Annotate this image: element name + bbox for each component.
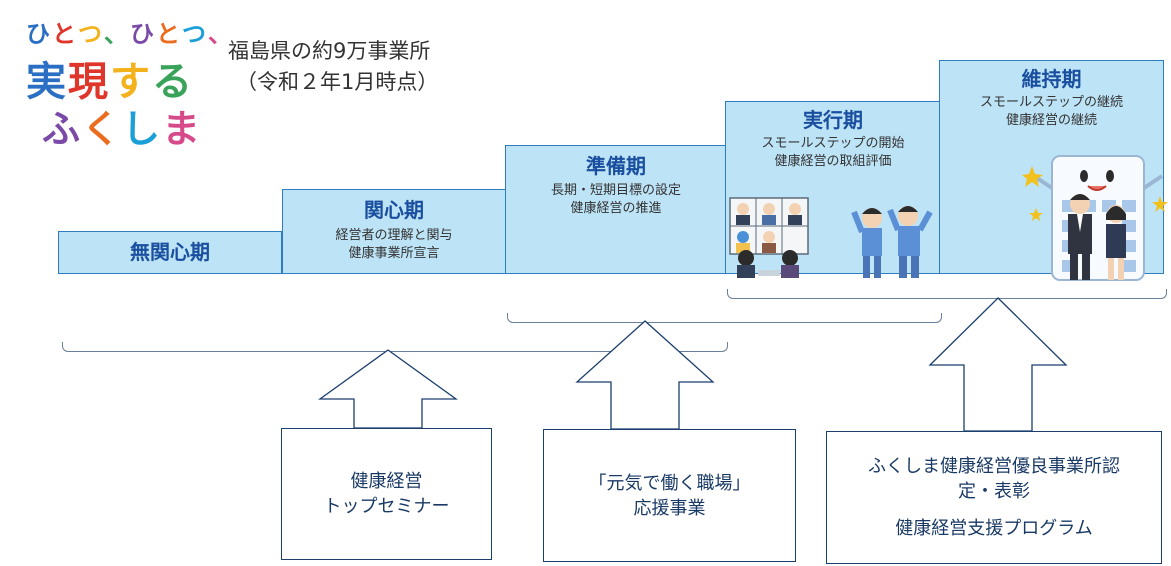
stage-junbi: 準備期 長期・短期目標の設定 健康経営の推進 xyxy=(505,145,727,274)
stage-name: 無関心期 xyxy=(130,240,210,264)
region-note: 福島県の約9万事業所 （令和２年1月時点） xyxy=(228,36,438,98)
logo-char: 実 xyxy=(26,59,66,105)
logo-char: く xyxy=(82,107,121,151)
logo-row-3: ふくしま xyxy=(42,110,200,148)
logo-row-1: ひとつ、ひとつ、 xyxy=(26,22,232,46)
stage-name: 準備期 xyxy=(586,154,646,178)
region-note-line1: 福島県の約9万事業所 xyxy=(228,39,431,63)
stage-name: 関心期 xyxy=(364,198,424,222)
stage-desc: スモールステップの継続 xyxy=(979,95,1123,110)
stage-mukanshin: 無関心期 xyxy=(58,231,282,274)
program-text: 定・表彰 xyxy=(958,481,1030,502)
coverage-brace-genki-shokuba xyxy=(507,313,942,323)
building-mascot-illustration xyxy=(1022,155,1168,281)
logo-char: ひ xyxy=(26,20,50,48)
workers-cheering-illustration xyxy=(851,206,933,278)
logo-char: ひ xyxy=(130,20,154,48)
logo-char: し xyxy=(122,107,161,151)
program-text: ふくしま健康経営優良事業所認 xyxy=(868,456,1120,477)
video-meeting-illustration xyxy=(729,197,809,278)
logo-char: す xyxy=(110,59,150,105)
stage-desc: 長期・短期目標の設定 xyxy=(550,183,681,198)
stage-desc: 経営者の理解と関与 xyxy=(335,228,453,243)
program-box-genki-shokuba: 「元気で働く職場」 応援事業 xyxy=(543,429,796,562)
fukushima-logo: ひとつ、ひとつ、 実現する ふくしま xyxy=(26,18,232,158)
program-text: 「元気で働く職場」 xyxy=(588,472,751,494)
logo-char: と xyxy=(156,20,180,48)
stage-desc: 健康経営の継続 xyxy=(1005,113,1097,128)
program-text: トップセミナー xyxy=(323,496,450,517)
program-text: 健康経営支援プログラム xyxy=(895,518,1093,539)
up-arrow-top-seminar xyxy=(318,349,458,429)
stage-name: 維持期 xyxy=(1021,67,1082,91)
program-box-certification: ふくしま健康経営優良事業所認 定・表彰 健康経営支援プログラム xyxy=(826,431,1162,564)
coverage-brace-top-seminar xyxy=(62,342,728,352)
logo-char: ま xyxy=(162,107,201,151)
stage-desc: 健康事業所宣言 xyxy=(348,246,440,261)
logo-char: ふ xyxy=(42,107,81,151)
program-text: 健康経営 xyxy=(350,471,423,492)
logo-char: る xyxy=(152,59,192,105)
stage-name: 実行期 xyxy=(803,108,863,132)
stage-desc: 健康経営の取組評価 xyxy=(774,154,892,169)
logo-char: つ xyxy=(78,20,102,48)
logo-row-2: 実現する xyxy=(26,62,192,102)
coverage-brace-certification xyxy=(727,289,1167,299)
stage-desc: スモールステップの開始 xyxy=(761,136,905,151)
logo-char: 、 xyxy=(208,20,232,48)
up-arrow-certification xyxy=(928,297,1068,432)
logo-char: と xyxy=(52,20,76,48)
stage-desc: 健康経営の推進 xyxy=(570,201,662,216)
logo-char: 、 xyxy=(104,20,128,48)
program-box-top-seminar: 健康経営 トップセミナー xyxy=(281,428,492,560)
logo-char: つ xyxy=(182,20,206,48)
up-arrow-genki-shokuba xyxy=(575,320,715,430)
stage-kanshin: 関心期 経営者の理解と関与 健康事業所宣言 xyxy=(282,189,506,274)
logo-char: 現 xyxy=(68,59,108,105)
program-text: 応援事業 xyxy=(633,497,706,519)
region-note-line2: （令和２年1月時点） xyxy=(236,70,439,94)
